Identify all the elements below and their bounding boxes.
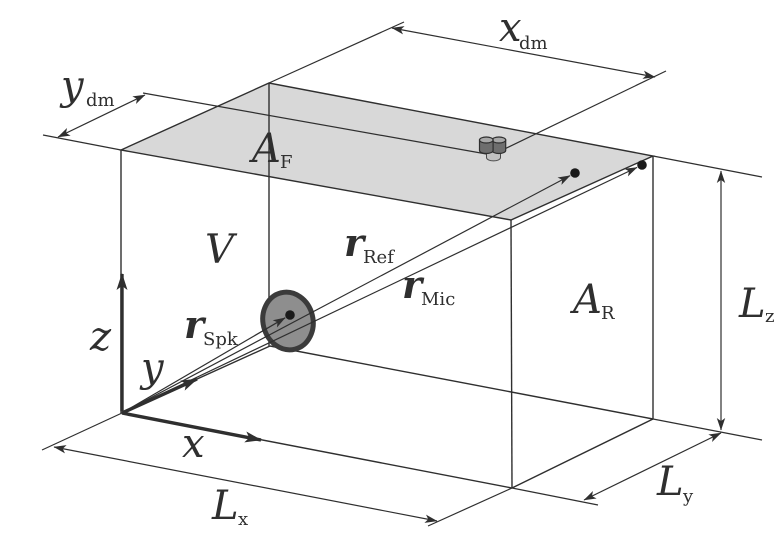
label-area-front: A xyxy=(248,126,281,172)
label-r-spk-sub: Spk xyxy=(203,329,239,350)
r-mic-vector xyxy=(121,166,638,414)
x-axis-arrow xyxy=(121,411,262,443)
edge-front-right-vertical xyxy=(510,219,513,489)
dim-y-dm xyxy=(57,94,146,138)
coordinate-axes xyxy=(116,273,262,443)
spk-point-dot xyxy=(285,310,295,320)
mic-capsule-left-top xyxy=(478,136,494,144)
label-y-dm-sub: dm xyxy=(86,90,115,111)
mic-capsule-right-top xyxy=(491,136,507,144)
label-L-y-sub: y xyxy=(682,486,694,507)
xdm-extension-left xyxy=(268,21,405,84)
mic-capsule-left-body xyxy=(478,139,494,155)
ly-extension-front xyxy=(511,487,599,506)
label-z-axis: z xyxy=(89,314,112,360)
label-r-mic: r xyxy=(402,262,425,307)
label-area-front-sub: F xyxy=(280,152,293,173)
edge-bottom-back xyxy=(269,345,654,420)
dimension-arrows xyxy=(53,26,726,523)
label-x-axis: x xyxy=(182,421,205,467)
label-area-right: A xyxy=(569,277,602,323)
labels: x dm y dm A F A R V r Ref r Mic r Spk z … xyxy=(59,5,774,530)
lz-extension-top xyxy=(652,155,763,178)
xdm-extension-right xyxy=(491,70,667,156)
label-volume: V xyxy=(205,227,238,273)
dim-L-y xyxy=(583,432,722,501)
label-y-dm: y xyxy=(59,63,85,109)
label-area-right-sub: R xyxy=(601,303,615,324)
y-axis-arrow xyxy=(121,377,198,415)
label-r-mic-sub: Mic xyxy=(421,289,455,310)
lx-extension-left xyxy=(41,412,123,451)
label-r-ref-sub: Ref xyxy=(363,247,395,268)
dim-x-dm xyxy=(391,26,656,79)
r-ref-vector xyxy=(121,175,571,414)
label-y-axis: y xyxy=(139,345,165,391)
lz-ly-extension-bottom xyxy=(652,418,763,441)
mic-point-dot xyxy=(637,160,647,170)
construction-lines xyxy=(41,21,763,527)
dim-L-x xyxy=(53,445,438,523)
loudspeaker xyxy=(260,289,316,353)
label-L-z: L xyxy=(738,281,766,327)
label-L-y: L xyxy=(656,459,684,505)
position-vectors xyxy=(121,160,647,414)
r-spk-vector xyxy=(121,317,286,414)
label-r-ref: r xyxy=(344,220,367,265)
label-r-spk: r xyxy=(184,302,207,347)
ref-point-dot xyxy=(570,168,580,178)
mic-row-line xyxy=(142,92,493,156)
label-L-x: L xyxy=(211,483,239,529)
label-x-dm-sub: dm xyxy=(519,33,548,54)
edge-bottom-right-depth xyxy=(511,418,654,489)
ydm-extension-left xyxy=(42,134,122,151)
label-L-x-sub: x xyxy=(238,509,248,530)
label-L-z-sub: z xyxy=(765,306,774,327)
label-x-dm: x xyxy=(499,5,522,51)
lx-extension-right xyxy=(427,487,513,527)
ceiling-microphone xyxy=(478,136,507,162)
